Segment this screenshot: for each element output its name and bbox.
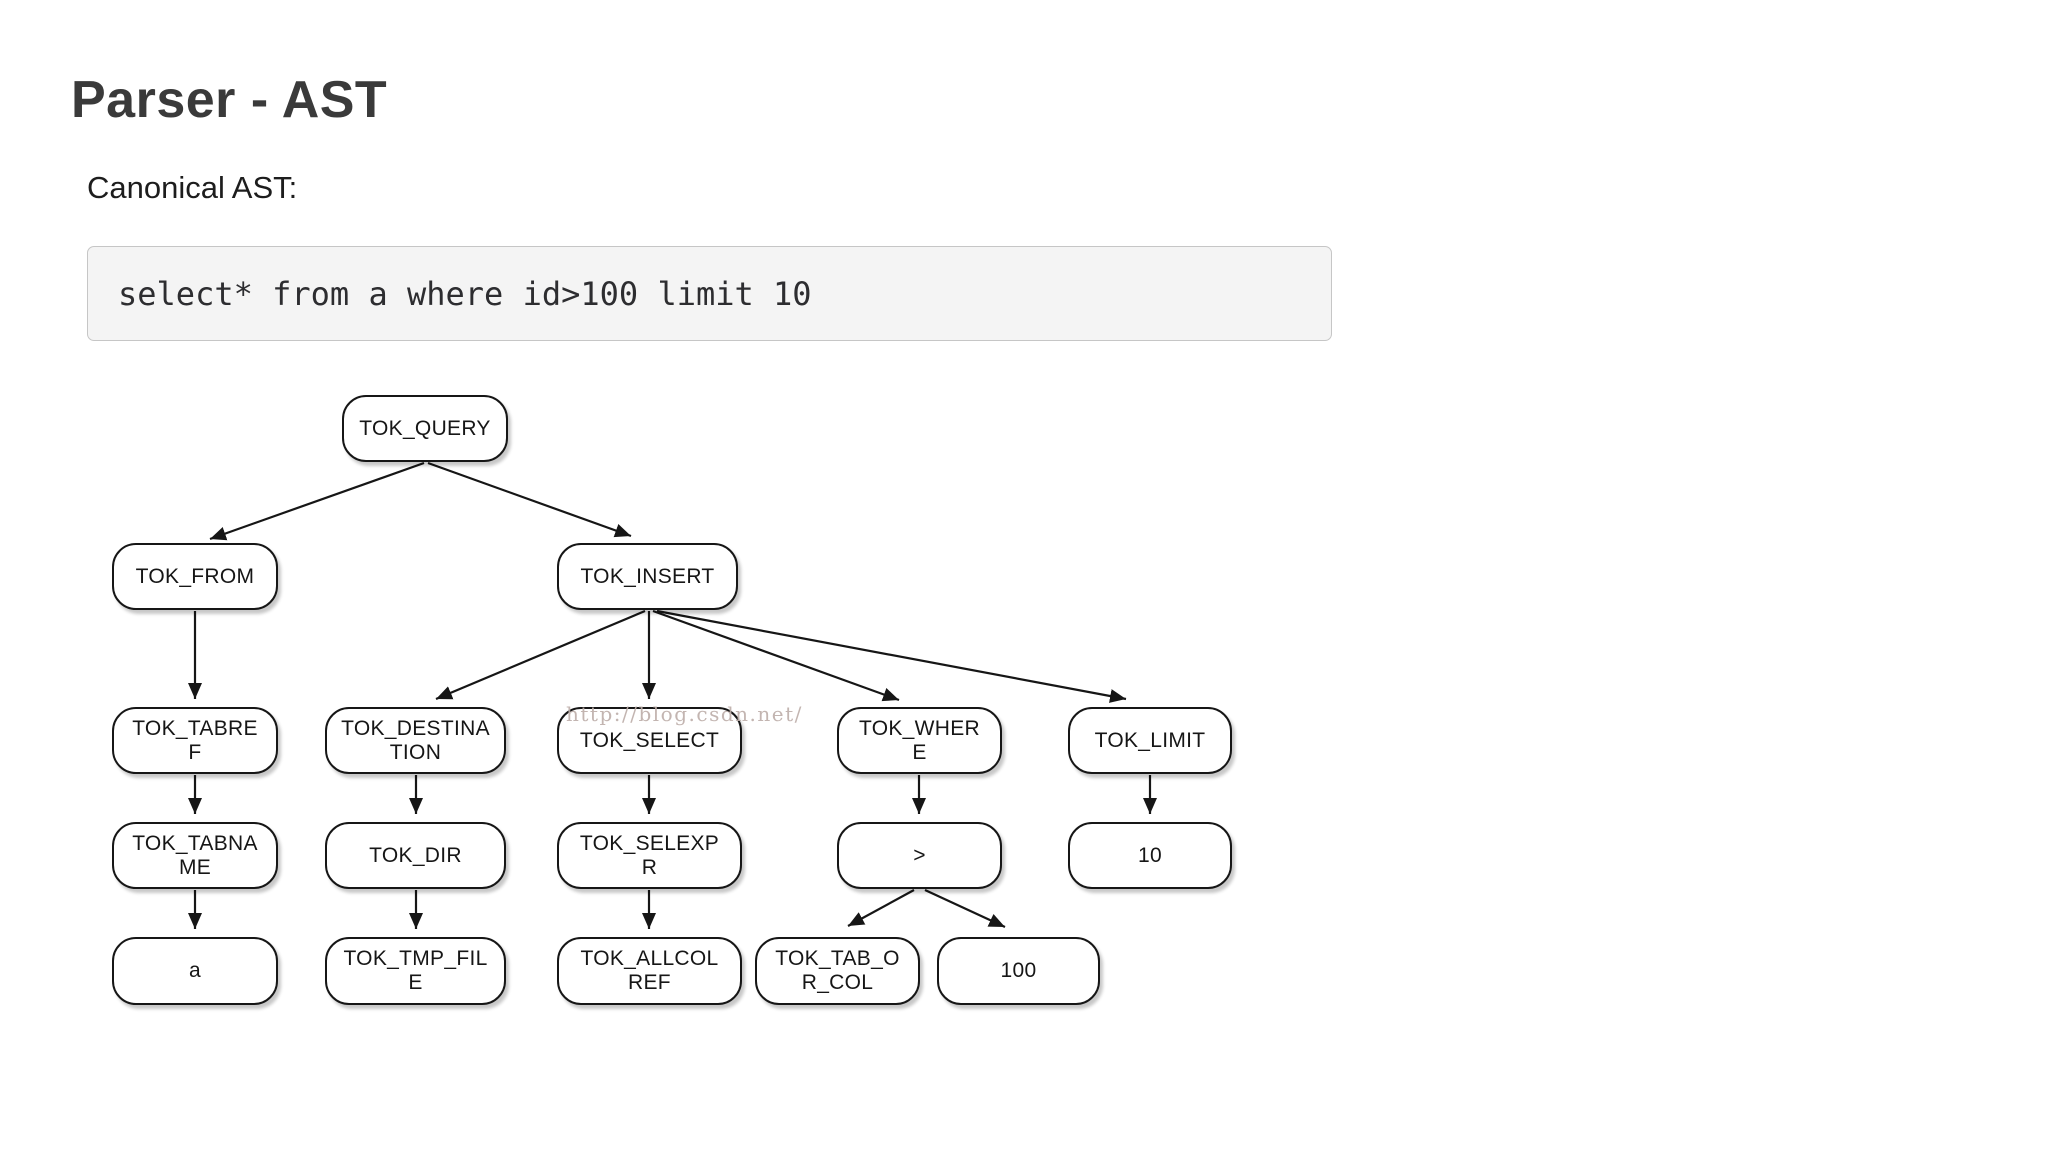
tree-node-label: TOK_INSERT <box>580 564 715 588</box>
tree-node-label: TOK_QUERY <box>359 416 491 440</box>
tree-node-tok-query: TOK_QUERY <box>342 395 508 462</box>
tree-node-label: TOK_ALLCOL REF <box>580 947 719 994</box>
csdn-watermark: http://blog.csdn.net/ <box>566 702 803 726</box>
tree-node-label: a <box>189 959 201 982</box>
tree-node-label: TOK_DESTINA TION <box>341 716 490 764</box>
tree-node-tok-selexpr: TOK_SELEXP R <box>557 822 742 889</box>
tree-node-tok-where: TOK_WHER E <box>837 707 1002 774</box>
tree-node-label: TOK_WHER E <box>858 716 981 764</box>
edge-gt-taborcol <box>847 889 915 927</box>
tree-node-label: TOK_LIMIT <box>1094 728 1206 752</box>
edge-query-from <box>209 461 425 541</box>
tree-node-gt-operator: > <box>837 822 1002 889</box>
tree-node-tok-destination: TOK_DESTINA TION <box>325 707 506 774</box>
tree-node-label: TOK_DIR <box>369 843 462 867</box>
edge-insert-limit <box>656 609 1127 703</box>
tree-node-label: TOK_SELEXP R <box>579 831 720 879</box>
edge-insert-where <box>652 609 900 702</box>
tree-node-tok-allcolref: TOK_ALLCOL REF <box>557 937 742 1005</box>
edge-insert-destination <box>435 609 646 701</box>
tree-node-label: > <box>913 843 926 867</box>
tree-node-label: TOK_TABNA ME <box>132 831 258 879</box>
tree-node-label: 100 <box>1000 959 1037 982</box>
tree-node-tok-tab-or-col: TOK_TAB_O R_COL <box>755 937 920 1005</box>
canonical-ast-label: Canonical AST: <box>87 170 298 205</box>
tree-node-label: TOK_TABRE F <box>132 716 258 764</box>
tree-node-label: TOK_FROM <box>135 564 255 588</box>
tree-node-label: TOK_SELECT <box>579 728 720 752</box>
sql-code-block: select* from a where id>100 limit 10 <box>87 246 1332 341</box>
tree-node-tok-tmp-file: TOK_TMP_FIL E <box>325 937 506 1005</box>
sql-code-text: select* from a where id>100 limit 10 <box>118 274 812 313</box>
tree-node-tok-select: TOK_SELECT <box>557 707 742 774</box>
tree-node-tok-limit: TOK_LIMIT <box>1068 707 1232 774</box>
tree-node-label: TOK_TAB_O R_COL <box>775 947 900 994</box>
page-title: Parser - AST <box>71 71 388 129</box>
tree-node-tok-dir: TOK_DIR <box>325 822 506 889</box>
tree-node-tok-tabref: TOK_TABRE F <box>112 707 278 774</box>
tree-node-tok-from: TOK_FROM <box>112 543 278 610</box>
tree-node-table-a: a <box>112 937 278 1005</box>
tree-node-const-100: 100 <box>937 937 1100 1005</box>
edge-query-insert <box>427 461 632 538</box>
edge-gt-100 <box>924 889 1006 928</box>
tree-node-label: TOK_TMP_FIL E <box>343 947 488 994</box>
tree-node-tok-tabname: TOK_TABNA ME <box>112 822 278 889</box>
tree-node-limit-value: 10 <box>1068 822 1232 889</box>
tree-node-tok-insert: TOK_INSERT <box>557 543 738 610</box>
tree-node-label: 10 <box>1138 843 1162 867</box>
